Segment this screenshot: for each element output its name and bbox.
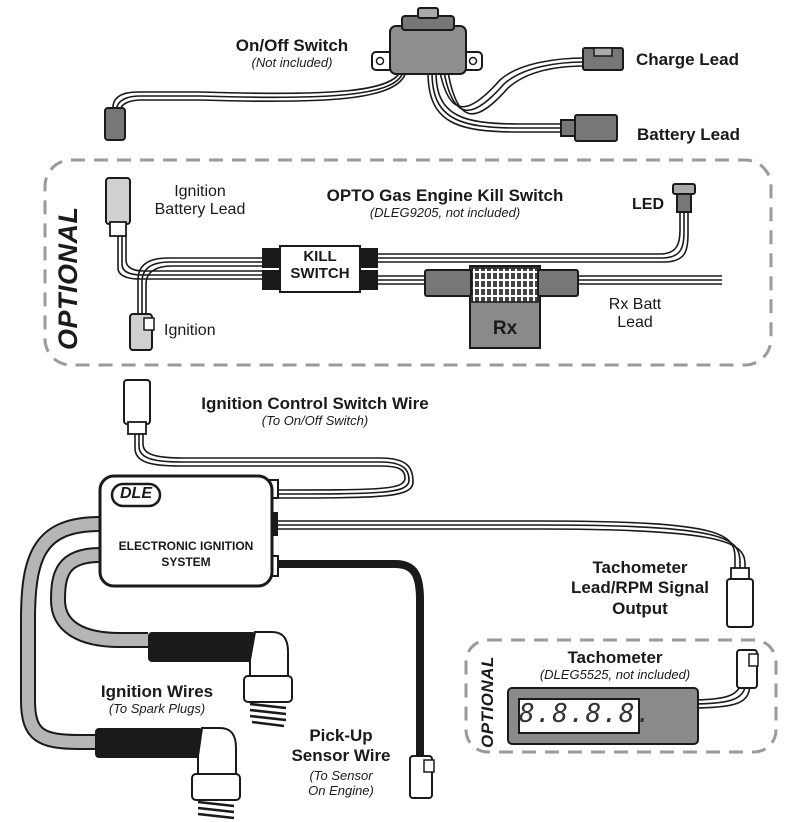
- pickup-sensor-label: Pick-Up Sensor Wire (To Sensor On Engine…: [286, 726, 396, 799]
- tach-lead-wire: [272, 520, 746, 570]
- ignition-wire-inner: [49, 547, 148, 648]
- tachometer-display: 8.8.8.8.: [519, 699, 653, 729]
- tachometer-optional-frame: [464, 638, 778, 754]
- kill-switch-note: (DLEG9205, not included): [369, 204, 521, 220]
- charge-lead-connector: [582, 47, 624, 71]
- pickup-sensor-connector: [409, 755, 435, 799]
- ignition-module-line1: ELECTRONIC IGNITION: [118, 539, 254, 553]
- rx-batt-lead-line1: Rx Batt: [608, 296, 662, 313]
- ignition-module-line2: SYSTEM: [161, 554, 211, 569]
- ignition-wires-note: (To Spark Plugs): [108, 700, 206, 716]
- kill-switch-title-block: OPTO Gas Engine Kill Switch (DLEG9205, n…: [280, 186, 610, 220]
- led: [672, 183, 696, 213]
- spark-plug-cap-upper: [148, 631, 293, 728]
- tachometer-optional-label: OPTIONAL: [478, 656, 497, 748]
- ignition-connector: [129, 313, 155, 351]
- ignition-battery-lead-line2: Battery Lead: [154, 201, 246, 219]
- kill-switch-box: [262, 245, 378, 293]
- dle-logo: DLE: [120, 485, 152, 502]
- ignition-battery-lead-label: Ignition Battery Lead: [140, 183, 260, 220]
- pickup-note2: On Engine): [308, 783, 374, 799]
- rx-receiver: [424, 265, 579, 349]
- charge-lead-label: Charge Lead: [636, 50, 739, 69]
- on-off-switch-wires: [112, 57, 586, 133]
- ignition-wire-outer: [20, 516, 101, 750]
- ignition-module-label: ELECTRONIC IGNITION SYSTEM: [102, 539, 270, 570]
- kill-switch-box-line1: KILL: [303, 248, 337, 265]
- tach-lead-line3: Output: [612, 598, 668, 618]
- pickup-line1: Pick-Up: [309, 726, 373, 745]
- control-switch-wire-connector: [123, 379, 151, 435]
- tachometer-connector: [736, 649, 759, 689]
- ignition-wires-title: Ignition Wires: [100, 682, 214, 701]
- ignition-battery-lead-connector: [105, 177, 131, 237]
- spark-plug-cap-lower: [95, 727, 241, 820]
- tachometer-title: Tachometer: [567, 648, 663, 667]
- control-wire-note: (To On/Off Switch): [261, 412, 369, 428]
- rx-batt-lead-line2: Lead: [617, 314, 653, 332]
- ignition-module: [98, 474, 279, 588]
- kill-switch-box-label: KILL SWITCH: [280, 248, 360, 283]
- battery-lead-connector: [560, 114, 618, 142]
- tach-lead-connector: [726, 567, 754, 628]
- rx-batt-lead-label: Rx Batt Lead: [590, 296, 680, 333]
- on-off-switch-label: On/Off Switch (Not included): [212, 36, 372, 70]
- tachometer-note: (DLEG5525, not included): [539, 666, 691, 682]
- ignition-label: Ignition: [164, 322, 216, 339]
- control-wire-label: Ignition Control Switch Wire (To On/Off …: [160, 394, 470, 428]
- tachometer-label: Tachometer (DLEG5525, not included): [500, 648, 730, 682]
- on-off-switch-title: On/Off Switch: [235, 36, 349, 55]
- kill-switch-optional-frame: [43, 158, 773, 367]
- tach-lead-line2: Lead/RPM Signal: [571, 578, 709, 598]
- on-off-switch-note: (Not included): [251, 54, 333, 70]
- kill-switch-optional-label: OPTIONAL: [53, 206, 83, 351]
- kill-switch-title: OPTO Gas Engine Kill Switch: [326, 186, 564, 205]
- control-wire-title: Ignition Control Switch Wire: [201, 394, 429, 413]
- kill-switch-wires: [117, 210, 722, 316]
- tach-lead-label: Tachometer Lead/RPM Signal Output: [560, 558, 720, 619]
- battery-lead-label: Battery Lead: [637, 125, 740, 144]
- kill-switch-box-line2: SWITCH: [290, 265, 350, 283]
- rx-label: Rx: [492, 318, 518, 339]
- tach-lead-line1: Tachometer: [592, 558, 688, 577]
- on-off-switch-body: [371, 7, 483, 75]
- pickup-note1: (To Sensor: [309, 768, 373, 784]
- pickup-sensor-wire: [272, 560, 424, 758]
- pickup-line2: Sensor Wire: [291, 745, 391, 765]
- ignition-battery-lead-line1: Ignition: [174, 183, 226, 200]
- led-label: LED: [632, 196, 664, 213]
- control-switch-wire: [134, 432, 414, 499]
- ignition-wires-label: Ignition Wires (To Spark Plugs): [82, 682, 232, 716]
- tachometer-body: [507, 687, 699, 745]
- switch-side-connector: [104, 107, 126, 141]
